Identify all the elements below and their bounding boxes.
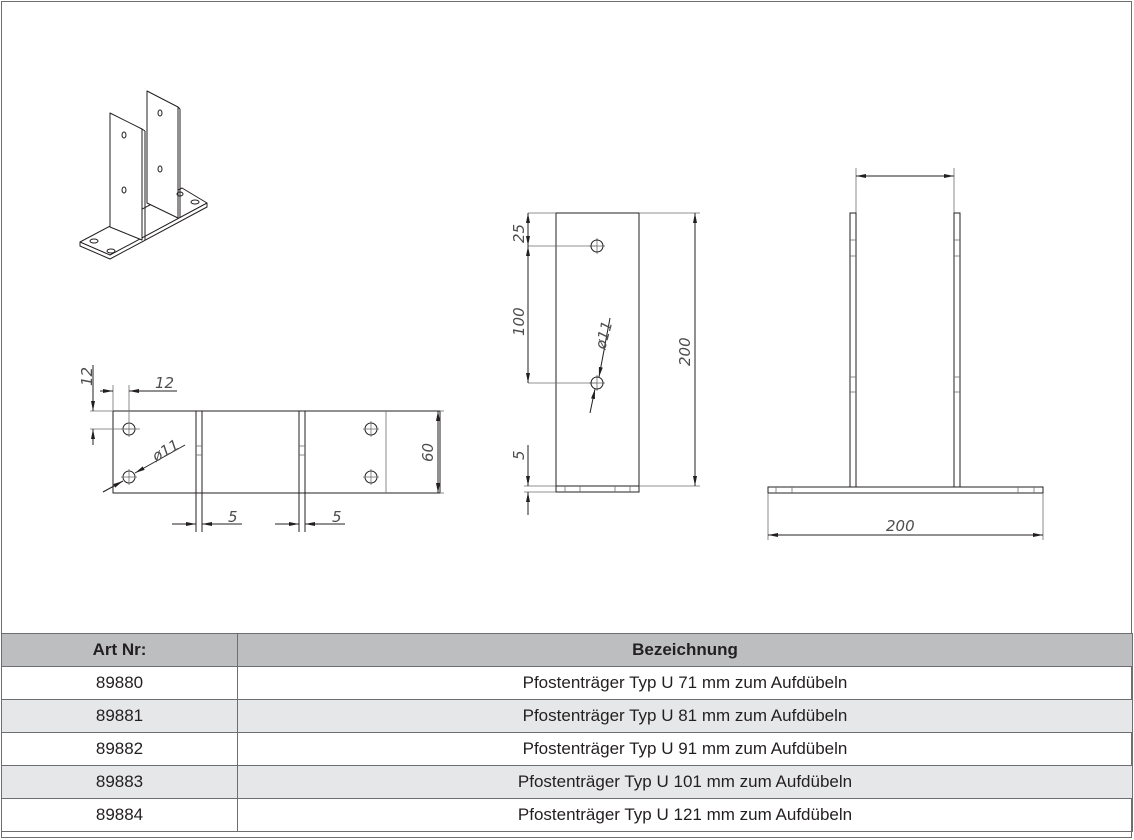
dim-hole-spacing: 100 (510, 307, 528, 336)
art-nr-cell: 89880 (1, 666, 238, 700)
dim-hole-diameter: ø11 (148, 436, 182, 466)
isometric-view (79, 90, 208, 260)
article-table: Art Nr: Bezeichnung 89880 Pfostenträger … (1, 633, 1133, 832)
art-nr-cell: 89881 (1, 699, 238, 733)
table-row: 89881 Pfostenträger Typ U 81 mm zum Aufd… (1, 699, 1133, 733)
bezeichnung-cell: Pfostenträger Typ U 81 mm zum Aufdübeln (237, 699, 1133, 733)
dim-base-length: 200 (886, 517, 915, 535)
dim-plate-thickness: 5 (510, 450, 528, 460)
front-view: 200 (767, 168, 1044, 540)
bezeichnung-cell: Pfostenträger Typ U 71 mm zum Aufdübeln (237, 666, 1133, 700)
bezeichnung-cell: Pfostenträger Typ U 101 mm zum Aufdübeln (237, 765, 1133, 799)
dim-width: 60 (419, 443, 437, 462)
dim-height: 200 (676, 337, 694, 366)
bezeichnung-cell: Pfostenträger Typ U 91 mm zum Aufdübeln (237, 732, 1133, 766)
header-art-nr: Art Nr: (1, 633, 238, 667)
dim-side-hole-diameter: ø11 (591, 319, 616, 352)
side-view: 25 100 ø11 200 5 (510, 212, 700, 515)
dim-offset-horizontal: 12 (155, 374, 174, 392)
table-row: 89880 Pfostenträger Typ U 71 mm zum Aufd… (1, 666, 1133, 700)
dim-top-offset: 25 (510, 224, 528, 243)
dim-stile-left: 5 (228, 508, 238, 526)
dim-stile-right: 5 (332, 508, 342, 526)
dim-offset-vertical: 12 (78, 367, 96, 386)
table-row: 89883 Pfostenträger Typ U 101 mm zum Auf… (1, 765, 1133, 799)
table-row: 89884 Pfostenträger Typ U 121 mm zum Auf… (1, 798, 1133, 832)
table-header: Art Nr: Bezeichnung (1, 633, 1133, 667)
bezeichnung-cell: Pfostenträger Typ U 121 mm zum Aufdübeln (237, 798, 1133, 832)
art-nr-cell: 89882 (1, 732, 238, 766)
header-bezeichnung: Bezeichnung (237, 633, 1133, 667)
technical-drawing: 12 12 ø11 5 5 60 (78, 90, 1044, 540)
art-nr-cell: 89883 (1, 765, 238, 799)
table-row: 89882 Pfostenträger Typ U 91 mm zum Aufd… (1, 732, 1133, 766)
plan-view: 12 12 ø11 5 5 60 (78, 365, 444, 532)
art-nr-cell: 89884 (1, 798, 238, 832)
